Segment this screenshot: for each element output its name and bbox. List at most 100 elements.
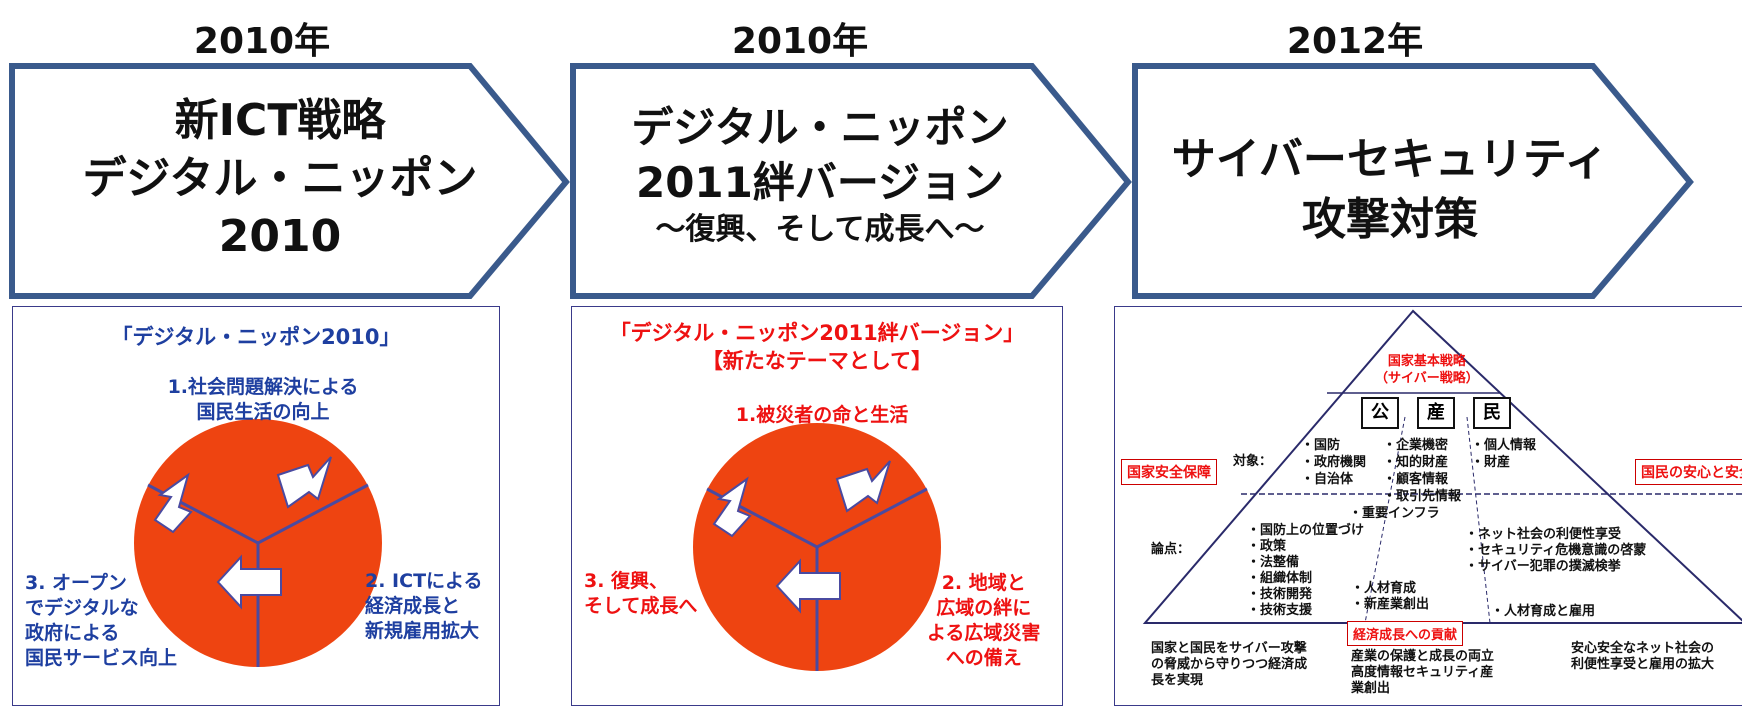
panel1-top-line2: 国民生活の向上	[196, 401, 330, 423]
box3-line2: 攻撃対策	[1302, 194, 1478, 245]
mid-right2: ・人材育成と雇用	[1491, 604, 1596, 619]
panel1-diagram	[134, 419, 382, 667]
mid-left-line5: ・技術開発	[1247, 587, 1313, 602]
mid-center-list: ・人材育成 ・新産業創出	[1351, 581, 1429, 613]
panel2-right-label: 2. 地域と 広域の絆に よる広域災害 への備え	[927, 571, 1040, 671]
apex-line2: （サイバー戦略）	[1375, 371, 1479, 386]
bottom-left-line1: 国家と国民をサイバー攻撃	[1151, 641, 1307, 656]
col2-line4: ・取引先情報	[1383, 489, 1462, 504]
box1-line3: 2010	[218, 211, 342, 262]
col3-top: ・個人情報 ・財産	[1471, 437, 1536, 471]
panel1-top-label: 1.社会問題解決による 国民生活の向上	[133, 375, 393, 425]
panel1-top-line1: 1.社会問題解決による	[167, 376, 359, 398]
panel2-top-line1: 1.被災者の命と生活	[735, 404, 909, 426]
bottom-center-line1: 産業の保護と成長の両立	[1351, 649, 1495, 664]
mid-left-line4: ・組織体制	[1247, 571, 1313, 586]
col3-line1: ・個人情報	[1471, 438, 1537, 453]
panel2-right-line4: への備え	[945, 647, 1022, 669]
strategy-box-2: デジタル・ニッポン 2011絆バージョン ～復興、そして成長へ～	[580, 100, 1060, 250]
panel2-diagram	[693, 423, 941, 671]
arrow-icon-up-2	[712, 476, 752, 538]
bottom-center-text: 産業の保護と成長の両立 高度情報セキュリティ産 業創出	[1351, 649, 1494, 697]
apex-label: 国家基本戦略 （サイバー戦略）	[1375, 353, 1479, 387]
panel1-left-line3: 政府による	[25, 622, 120, 644]
col3-line2: ・財産	[1471, 455, 1511, 470]
tag-economic-growth: 経済成長への貢献	[1347, 621, 1464, 646]
box2-line2: 2011絆バージョン	[635, 158, 1005, 207]
panel2-title-line2: 【新たなテーマとして】	[701, 349, 933, 373]
apex-line1: 国家基本戦略	[1387, 354, 1466, 369]
box3-line1: サイバーセキュリティ	[1171, 134, 1609, 185]
box-public: 公	[1361, 397, 1399, 429]
mid-center-line1: ・人材育成	[1351, 581, 1417, 596]
panel2-right-line1: 2. 地域と	[941, 572, 1026, 594]
panel-digital-nippon-2010: 「デジタル・ニッポン2010」 1.社会問題解決による 国民生活の向上 2. I…	[12, 306, 500, 706]
box2-subtitle: ～復興、そして成長へ～	[655, 212, 985, 247]
col1-line3: ・自治体	[1301, 472, 1354, 487]
arrow-icon-left	[216, 554, 282, 610]
mid-left-line3: ・法整備	[1247, 555, 1300, 570]
arrow-shape-3	[1132, 63, 1694, 299]
bottom-left-text: 国家と国民をサイバー攻撃 の脅威から守りつつ経済成 長を実現	[1151, 641, 1307, 689]
arrow-icon-right-2	[835, 460, 891, 513]
mid-left-list: ・国防上の位置づけ ・政策 ・法整備 ・組織体制 ・技術開発 ・技術支援	[1247, 523, 1364, 619]
panel1-left-line2: でデジタルな	[25, 597, 139, 619]
panel1-right-line3: 新規雇用拡大	[365, 620, 480, 642]
mid-left-line2: ・政策	[1247, 539, 1287, 554]
panel2-right-line3: よる広域災害	[927, 622, 1041, 644]
panel2-left-line1: 3. 復興、	[584, 570, 669, 592]
panel1-right-label: 2. ICTによる 経済成長と 新規雇用拡大	[365, 569, 482, 644]
box1-line1: 新ICT戦略	[174, 95, 386, 146]
panel-cyber-strategy-pyramid: 国家基本戦略 （サイバー戦略） 公 産 民 国家安全保障 国民の安心と安全 対象…	[1114, 306, 1742, 706]
tag-national-security: 国家安全保障	[1121, 459, 1217, 485]
year-label-3: 2012年	[1286, 21, 1424, 62]
panel2-right-line2: 広域の絆に	[936, 597, 1032, 619]
mid-right-line2: ・セキュリティ危機意識の啓蒙	[1465, 543, 1647, 558]
mid-right-line1: ・ネット社会の利便性享受	[1465, 527, 1622, 542]
col2-line3: ・顧客情報	[1383, 472, 1449, 487]
box-industry: 産	[1417, 397, 1455, 429]
arrow-icon-left-2	[775, 558, 841, 614]
box-private: 民	[1473, 397, 1511, 429]
mid-left-line6: ・技術支援	[1247, 603, 1313, 618]
strategy-box-3: サイバーセキュリティ 攻撃対策	[1170, 130, 1610, 250]
mid-right-list: ・ネット社会の利便性享受 ・セキュリティ危機意識の啓蒙 ・サイバー犯罪の撲滅検挙	[1465, 527, 1646, 575]
tag-citizen-safety: 国民の安心と安全	[1635, 459, 1742, 485]
arrow-icon-up	[153, 472, 193, 534]
col2-line2: ・知的財産	[1383, 455, 1449, 470]
panel2-title-line1: 「デジタル・ニッポン2011絆バージョン」	[609, 321, 1025, 345]
arrow-shape-2	[570, 63, 1132, 299]
bottom-right-line1: 安心安全なネット社会の	[1571, 641, 1715, 656]
box2-line1: デジタル・ニッポン	[631, 103, 1009, 152]
year-label-2: 2010年	[731, 21, 869, 62]
col1-top: ・国防 ・政府機関 ・自治体	[1301, 437, 1366, 488]
col2-line1: ・企業機密	[1383, 438, 1449, 453]
panel2-top-label: 1.被災者の命と生活	[692, 403, 952, 428]
arrow-shape-1	[9, 63, 570, 299]
arrow-icon-right	[276, 456, 332, 509]
mid-left-line1: ・国防上の位置づけ	[1247, 523, 1365, 538]
panel1-left-label: 3. オープン でデジタルな 政府による 国民サービス向上	[25, 571, 177, 671]
bottom-right-line2: 利便性享受と雇用の拡大	[1571, 657, 1715, 672]
col1-line1: ・国防	[1301, 438, 1341, 453]
strategy-box-1: 新ICT戦略 デジタル・ニッポン 2010	[20, 92, 540, 266]
panel-digital-nippon-2011: 「デジタル・ニッポン2011絆バージョン」 【新たなテーマとして】 1.被災者の…	[571, 306, 1063, 706]
bottom-left-line3: 長を実現	[1151, 673, 1204, 688]
bottom-left-line2: の脅威から守りつつ経済成	[1151, 657, 1308, 672]
panel1-title: 「デジタル・ニッポン2010」	[111, 325, 401, 349]
bottom-right-text: 安心安全なネット社会の 利便性享受と雇用の拡大	[1571, 641, 1714, 673]
year-label-1: 2010年	[193, 21, 331, 62]
mid-center-line2: ・新産業創出	[1351, 597, 1430, 612]
col2-top: ・企業機密 ・知的財産 ・顧客情報 ・取引先情報	[1383, 437, 1461, 505]
panel2-left-line2: そして成長へ	[584, 595, 698, 617]
col1-line2: ・政府機関	[1301, 455, 1367, 470]
panel1-right-line2: 経済成長と	[365, 595, 461, 617]
bottom-center-line2: 高度情報セキュリティ産	[1351, 665, 1494, 680]
infra-label: ・重要インフラ	[1349, 506, 1440, 521]
panel1-left-line4: 国民サービス向上	[25, 647, 178, 669]
bottom-center-line3: 業創出	[1351, 681, 1391, 696]
points-label: 論点：	[1151, 542, 1191, 557]
mid-right-line3: ・サイバー犯罪の撲滅検挙	[1465, 559, 1621, 574]
box1-line2: デジタル・ニッポン	[82, 153, 478, 204]
